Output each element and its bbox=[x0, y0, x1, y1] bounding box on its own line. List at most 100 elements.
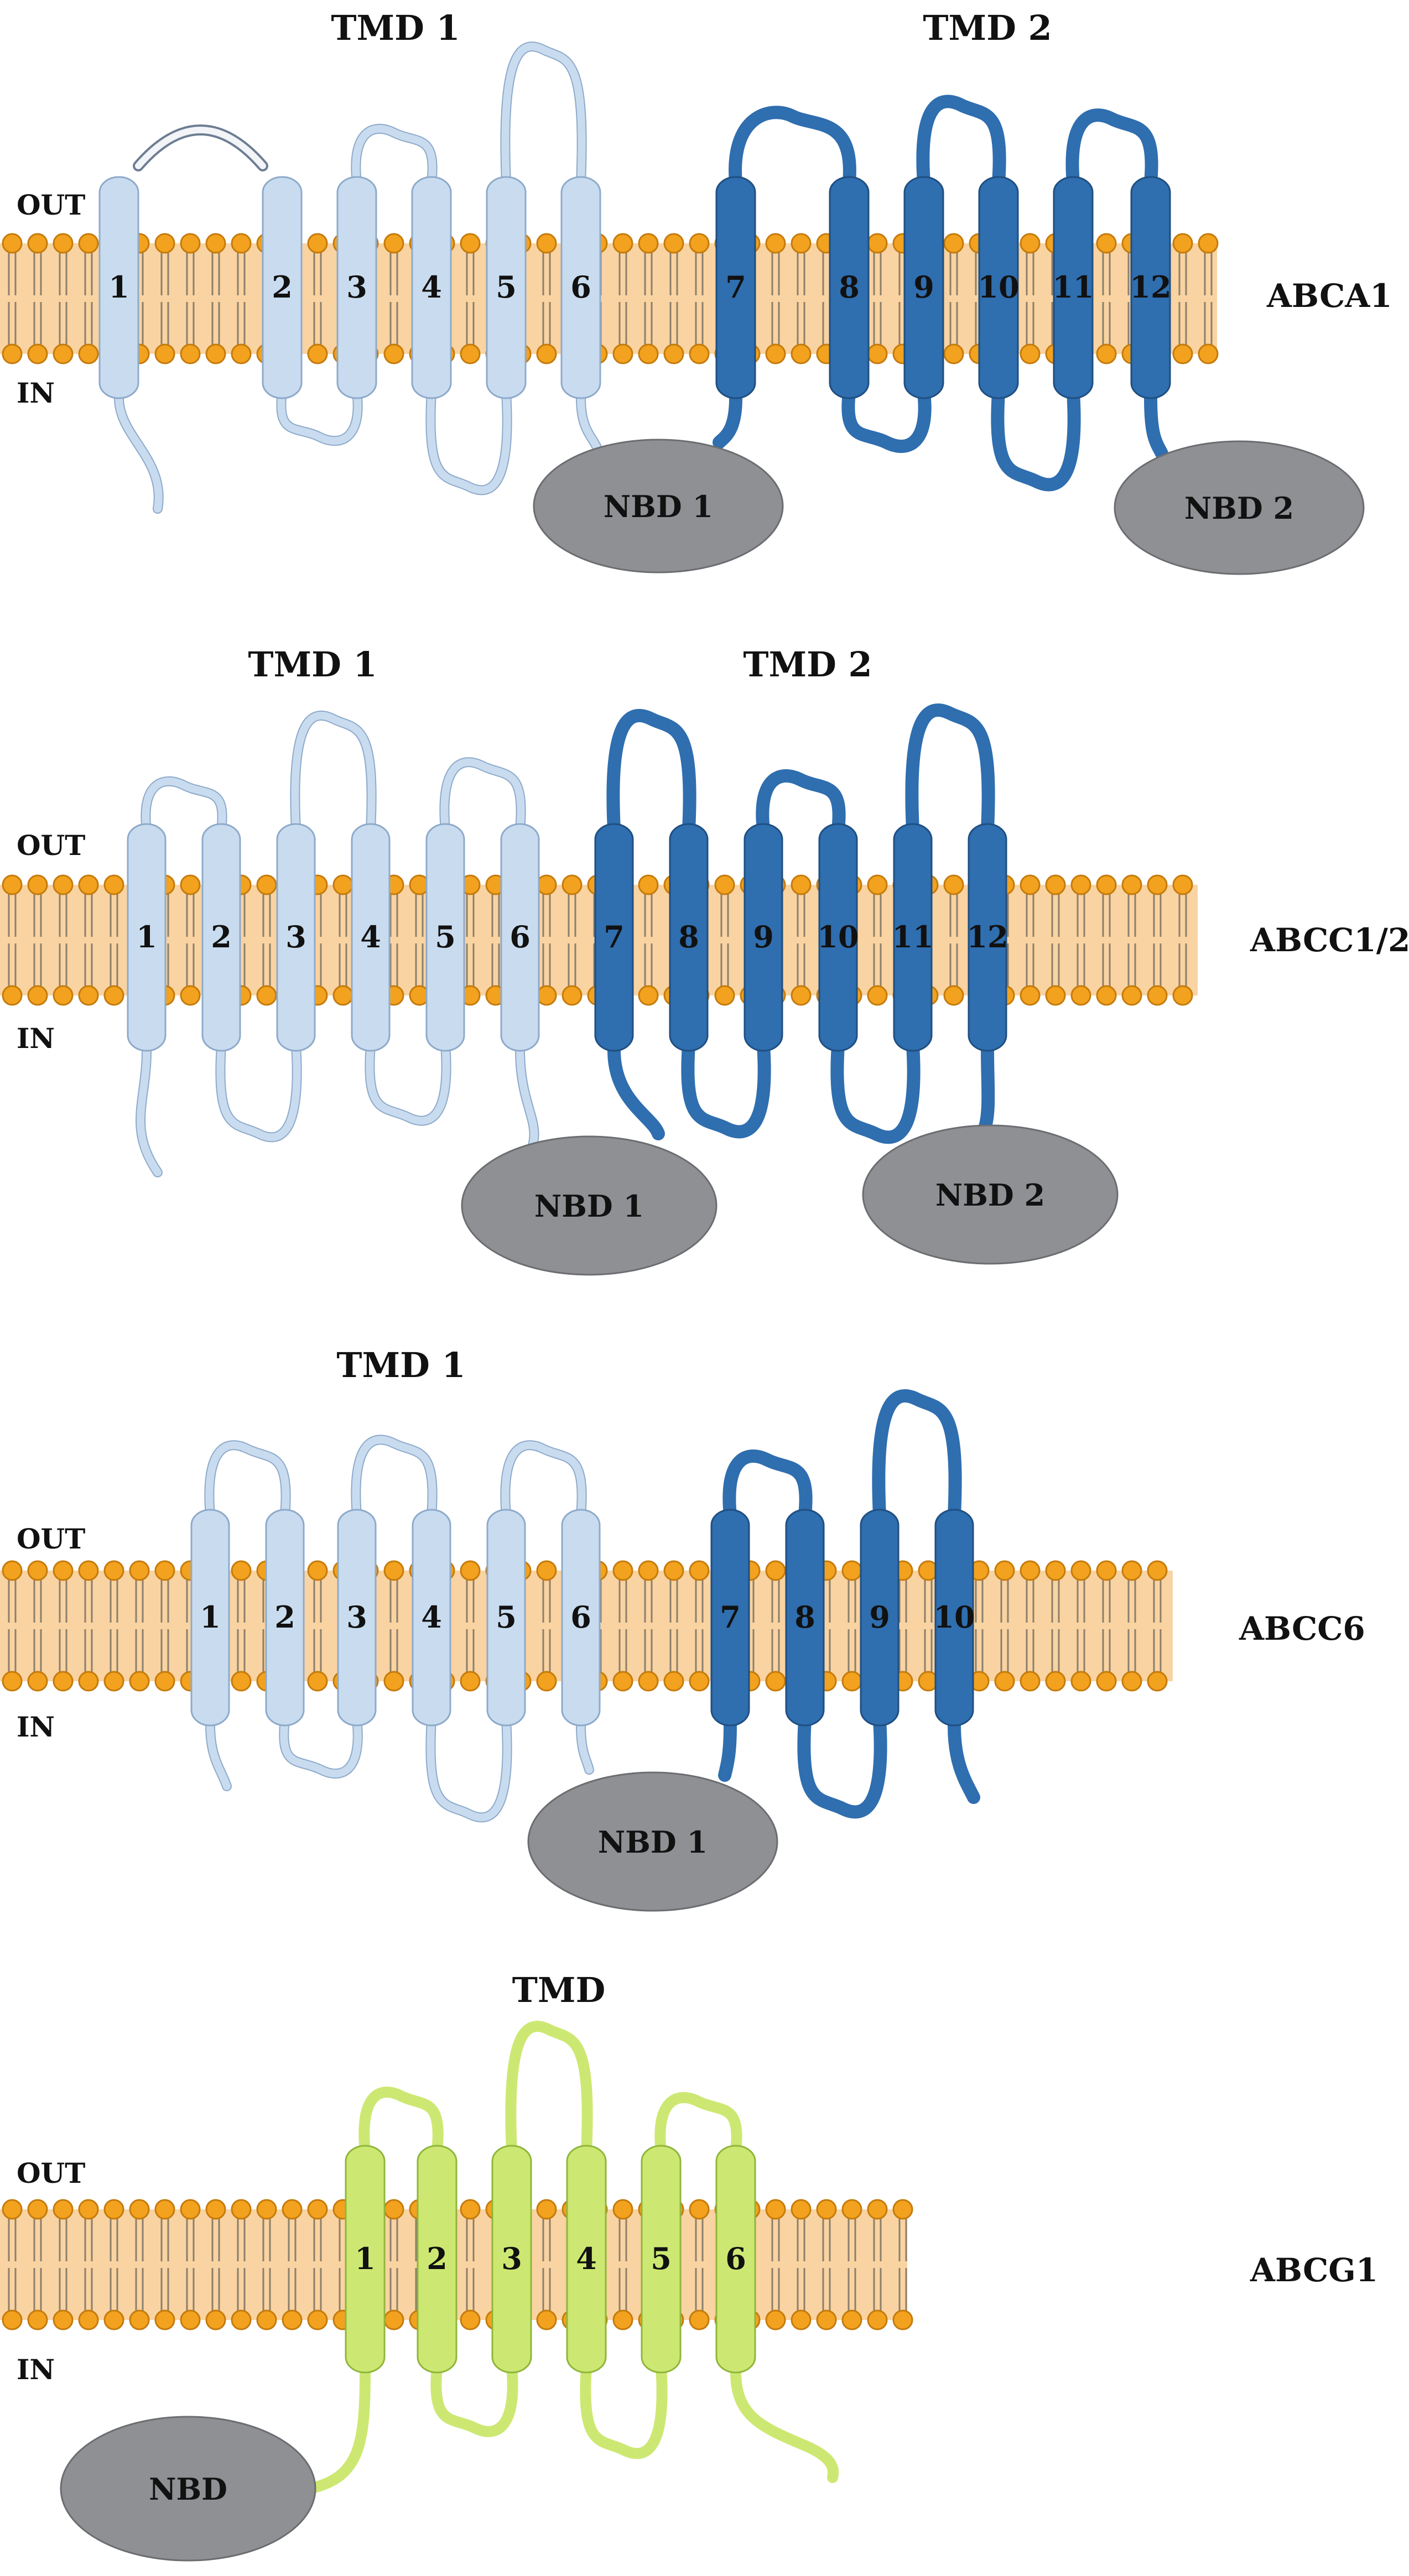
helix-5: 5 bbox=[486, 176, 527, 399]
tmd1-label: TMD 1 bbox=[248, 644, 377, 685]
transporter-name: ABCC1/2 bbox=[1250, 921, 1409, 959]
helix-number: 9 bbox=[753, 919, 774, 955]
helix-number: 4 bbox=[421, 1599, 442, 1635]
helix-2: 2 bbox=[417, 2145, 457, 2374]
nucleotide-binding-domains: NBD 1 NBD 2 bbox=[461, 1124, 1119, 1276]
helix-6: 6 bbox=[561, 1509, 601, 1727]
extracellular-loop bbox=[439, 757, 526, 835]
nbd-label: NBD 2 bbox=[935, 1177, 1045, 1213]
intracellular-loop bbox=[279, 1715, 363, 1779]
helix-number: 1 bbox=[200, 1599, 221, 1635]
helix-9: 9 bbox=[744, 823, 783, 1052]
lipid-tails bbox=[8, 1580, 1162, 1672]
helix-12: 12 bbox=[966, 823, 1008, 1052]
helix-number: 7 bbox=[604, 919, 625, 955]
helix-number: 2 bbox=[274, 1599, 295, 1635]
helix-3: 3 bbox=[336, 176, 377, 399]
helix-6: 6 bbox=[715, 2145, 756, 2374]
out-label: OUT bbox=[17, 1522, 85, 1555]
helix-number: 3 bbox=[346, 269, 367, 305]
intracellular-loop bbox=[276, 388, 363, 446]
helix-number: 4 bbox=[576, 2241, 597, 2276]
helix-number: 6 bbox=[570, 269, 591, 305]
helix-number: 5 bbox=[496, 269, 517, 305]
helix-number: 4 bbox=[360, 919, 381, 955]
tmd2-label: TMD 2 bbox=[923, 8, 1052, 48]
extracellular-loop bbox=[358, 2087, 444, 2157]
helix-number: 7 bbox=[720, 1599, 741, 1635]
tmd1-label: TMD 1 bbox=[331, 8, 460, 48]
helix-number: 12 bbox=[1130, 269, 1171, 305]
in-label: IN bbox=[17, 1711, 55, 1743]
tmd1-label: TMD 1 bbox=[336, 1345, 465, 1385]
helix-number: 5 bbox=[496, 1599, 517, 1635]
helix-number: 7 bbox=[725, 269, 746, 305]
nucleotide-binding-domains: NBD 1 bbox=[527, 1771, 778, 1912]
helix-6: 6 bbox=[500, 823, 540, 1052]
helix-number: 6 bbox=[570, 1599, 591, 1635]
helix-number: 2 bbox=[427, 2241, 448, 2276]
intracellular-loop bbox=[365, 1040, 451, 1126]
helix-11: 11 bbox=[892, 823, 934, 1052]
helix-7: 7 bbox=[715, 176, 756, 399]
connecting-loops bbox=[136, 703, 995, 1177]
helix-1: 1 bbox=[127, 823, 167, 1052]
helix-4: 4 bbox=[566, 2145, 607, 2374]
helix-number: 11 bbox=[892, 919, 933, 955]
helix-7: 7 bbox=[710, 1509, 750, 1727]
nbd-label: NBD 1 bbox=[534, 1188, 644, 1224]
intracellular-loop bbox=[681, 1039, 771, 1139]
helix-number: 5 bbox=[435, 919, 456, 955]
nucleotide-binding-domains: NBD bbox=[60, 2416, 316, 2562]
helix-3: 3 bbox=[276, 823, 316, 1052]
connecting-loops bbox=[304, 2021, 839, 2494]
helix-number: 10 bbox=[817, 919, 859, 955]
helix-number: 1 bbox=[136, 919, 157, 955]
extracellular-loop bbox=[654, 2092, 742, 2157]
connecting-loops bbox=[114, 41, 1168, 514]
helix-1: 1 bbox=[345, 2145, 386, 2374]
membrane-core bbox=[0, 243, 1217, 354]
extracellular-loop bbox=[500, 1440, 587, 1520]
transporter-name: ABCC6 bbox=[1239, 1610, 1365, 1647]
helix-number: 6 bbox=[725, 2241, 746, 2276]
tmd2-label: TMD 2 bbox=[743, 644, 872, 685]
helix-1: 1 bbox=[98, 176, 139, 399]
intracellular-loop bbox=[430, 2361, 518, 2437]
nbd-label: NBD 2 bbox=[1184, 491, 1294, 526]
helix-number: 8 bbox=[839, 269, 860, 305]
helix-12: 12 bbox=[1130, 176, 1172, 399]
helix-number: 3 bbox=[346, 1599, 367, 1635]
helix-11: 11 bbox=[1052, 176, 1094, 399]
helix-3: 3 bbox=[491, 2145, 532, 2374]
helix-10: 10 bbox=[817, 823, 859, 1052]
helix-number: 1 bbox=[108, 269, 129, 305]
intracellular-loop bbox=[215, 1040, 302, 1143]
in-label: IN bbox=[17, 1022, 55, 1055]
helix-2: 2 bbox=[262, 176, 303, 399]
out-label: OUT bbox=[17, 189, 85, 221]
extracellular-loop bbox=[505, 2021, 593, 2157]
extracellular-loop bbox=[290, 710, 377, 835]
helix-10: 10 bbox=[933, 1509, 975, 1727]
helix-number: 10 bbox=[933, 1599, 975, 1635]
helix-number: 4 bbox=[421, 269, 442, 305]
intracellular-loop bbox=[797, 1713, 887, 1819]
terminal-tail bbox=[576, 1720, 594, 1775]
nbd-label: NBD 1 bbox=[598, 1824, 708, 1860]
extracellular-loop bbox=[756, 769, 846, 836]
helix-8: 8 bbox=[829, 176, 870, 399]
helix-4: 4 bbox=[411, 176, 452, 399]
helix-2: 2 bbox=[265, 1509, 305, 1727]
terminal-tail bbox=[136, 1046, 163, 1177]
in-label: IN bbox=[17, 2353, 55, 2386]
terminal-tail bbox=[978, 1044, 995, 1135]
transporter-name: ABCA1 bbox=[1266, 277, 1392, 315]
intracellular-loop bbox=[991, 386, 1081, 492]
extracellular-loop bbox=[872, 1389, 962, 1522]
nbd-1: NBD 1 bbox=[533, 439, 784, 573]
intracellular-loop bbox=[425, 388, 512, 496]
